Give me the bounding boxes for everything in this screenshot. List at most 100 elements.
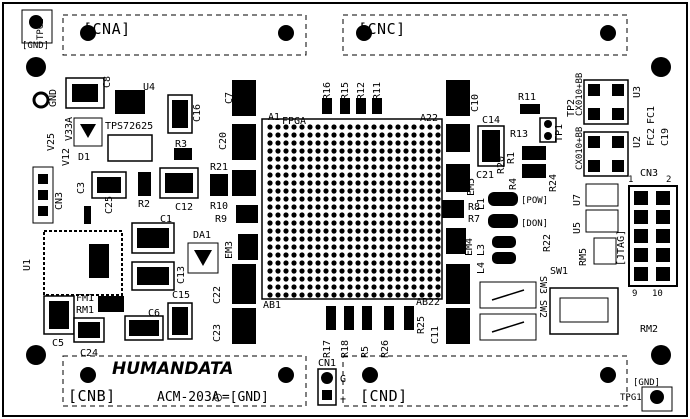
c19-label: C19 xyxy=(660,128,671,146)
bga-ball xyxy=(411,124,417,130)
c10-label: C10 xyxy=(470,94,481,112)
bga-ball xyxy=(291,244,297,250)
sw2-footprint[interactable] xyxy=(479,313,537,341)
bga-ball xyxy=(267,140,273,146)
bga-ball xyxy=(339,132,345,138)
bga-ball xyxy=(331,124,337,130)
r21-label: R21 xyxy=(210,162,228,173)
osc2-pad xyxy=(612,160,624,172)
bga-ball xyxy=(427,156,433,162)
sw3-footprint[interactable] xyxy=(479,281,537,309)
bga-ball xyxy=(411,212,417,218)
bga-ball xyxy=(403,124,409,130)
bga-ball xyxy=(387,140,393,146)
bga-ball xyxy=(299,268,305,274)
r9-label: R9 xyxy=(215,214,227,225)
bga-ball xyxy=(299,236,305,242)
bga-ball xyxy=(379,172,385,178)
bga-ball xyxy=(291,140,297,146)
bga-ball xyxy=(315,236,321,242)
u1-pad xyxy=(89,244,109,278)
brand-logo: HUMANDATA xyxy=(112,359,233,379)
bga-ball xyxy=(339,292,345,298)
bga-ball xyxy=(267,180,273,186)
bga-ball xyxy=(371,284,377,290)
bga-ball xyxy=(347,124,353,130)
r11-label: R11 xyxy=(372,82,383,100)
jtag-pin xyxy=(656,191,670,205)
bga-ball xyxy=(275,164,281,170)
bga-ball xyxy=(339,156,345,162)
mount-hole xyxy=(651,57,671,77)
bga-ball xyxy=(395,276,401,282)
tpg2-frame xyxy=(21,9,53,44)
em4-body xyxy=(446,228,466,254)
bga-ball xyxy=(283,212,289,218)
bga-ball xyxy=(427,260,433,266)
mount-hole xyxy=(26,57,46,77)
bga-ball xyxy=(403,244,409,250)
bga-ball xyxy=(323,212,329,218)
jtag-pin xyxy=(634,248,648,262)
bga-ball xyxy=(395,188,401,194)
c5-label: C5 xyxy=(52,338,64,349)
c13-label: C13 xyxy=(176,266,187,284)
bga-ball xyxy=(331,196,337,202)
bga-ball xyxy=(315,124,321,130)
da1-footprint xyxy=(187,242,219,274)
bga-ball xyxy=(435,188,441,194)
em3-body xyxy=(238,234,258,260)
bga-ball xyxy=(339,228,345,234)
bga-ball xyxy=(267,260,273,266)
mount-hole xyxy=(26,345,46,365)
bga-ball xyxy=(307,284,313,290)
bga-ball xyxy=(347,268,353,274)
bga-ball xyxy=(371,196,377,202)
bga-ball xyxy=(331,228,337,234)
osc1-pad xyxy=(612,108,624,120)
r5-body xyxy=(362,306,372,330)
c21-label: C21 xyxy=(476,170,494,181)
bga-ball xyxy=(355,156,361,162)
bga-ball xyxy=(395,292,401,298)
bga-ball xyxy=(403,236,409,242)
bga-ball xyxy=(355,132,361,138)
bga-ball xyxy=(411,132,417,138)
bga-ball xyxy=(419,204,425,210)
bga-ball xyxy=(347,220,353,226)
jtag-pin xyxy=(634,229,648,243)
c24-label: C24 xyxy=(80,348,98,359)
bga-ball xyxy=(267,212,273,218)
bga-ball xyxy=(275,236,281,242)
bga-ball xyxy=(435,236,441,242)
c8-body xyxy=(72,84,98,102)
osc2-pad xyxy=(612,136,624,148)
tp1-label: TP1 xyxy=(554,124,565,142)
bga-ball xyxy=(387,196,393,202)
cn3-pin2: 2 xyxy=(666,175,671,185)
bga-ball xyxy=(339,188,345,194)
bga-ball xyxy=(387,220,393,226)
bga-ball xyxy=(435,284,441,290)
bga-ball xyxy=(363,132,369,138)
c7-body xyxy=(232,80,256,116)
bga-ball xyxy=(411,268,417,274)
bga-ball xyxy=(363,220,369,226)
sw1-footprint[interactable] xyxy=(549,287,619,335)
bga-ball xyxy=(403,228,409,234)
bga-ball xyxy=(283,196,289,202)
bga-ball xyxy=(347,292,353,298)
bga-ball xyxy=(411,220,417,226)
bga-ball xyxy=(363,148,369,154)
l4-label: L4 xyxy=(476,262,487,274)
bga-ball xyxy=(403,220,409,226)
bga-ball xyxy=(371,212,377,218)
cn1-pin-plus xyxy=(322,390,332,400)
bga-ball xyxy=(411,236,417,242)
fpga-label: FPGA xyxy=(282,116,306,127)
bga-ball xyxy=(315,220,321,226)
bga-ball xyxy=(363,204,369,210)
bga-ball xyxy=(299,188,305,194)
bga-ball xyxy=(331,284,337,290)
bga-ball xyxy=(291,164,297,170)
